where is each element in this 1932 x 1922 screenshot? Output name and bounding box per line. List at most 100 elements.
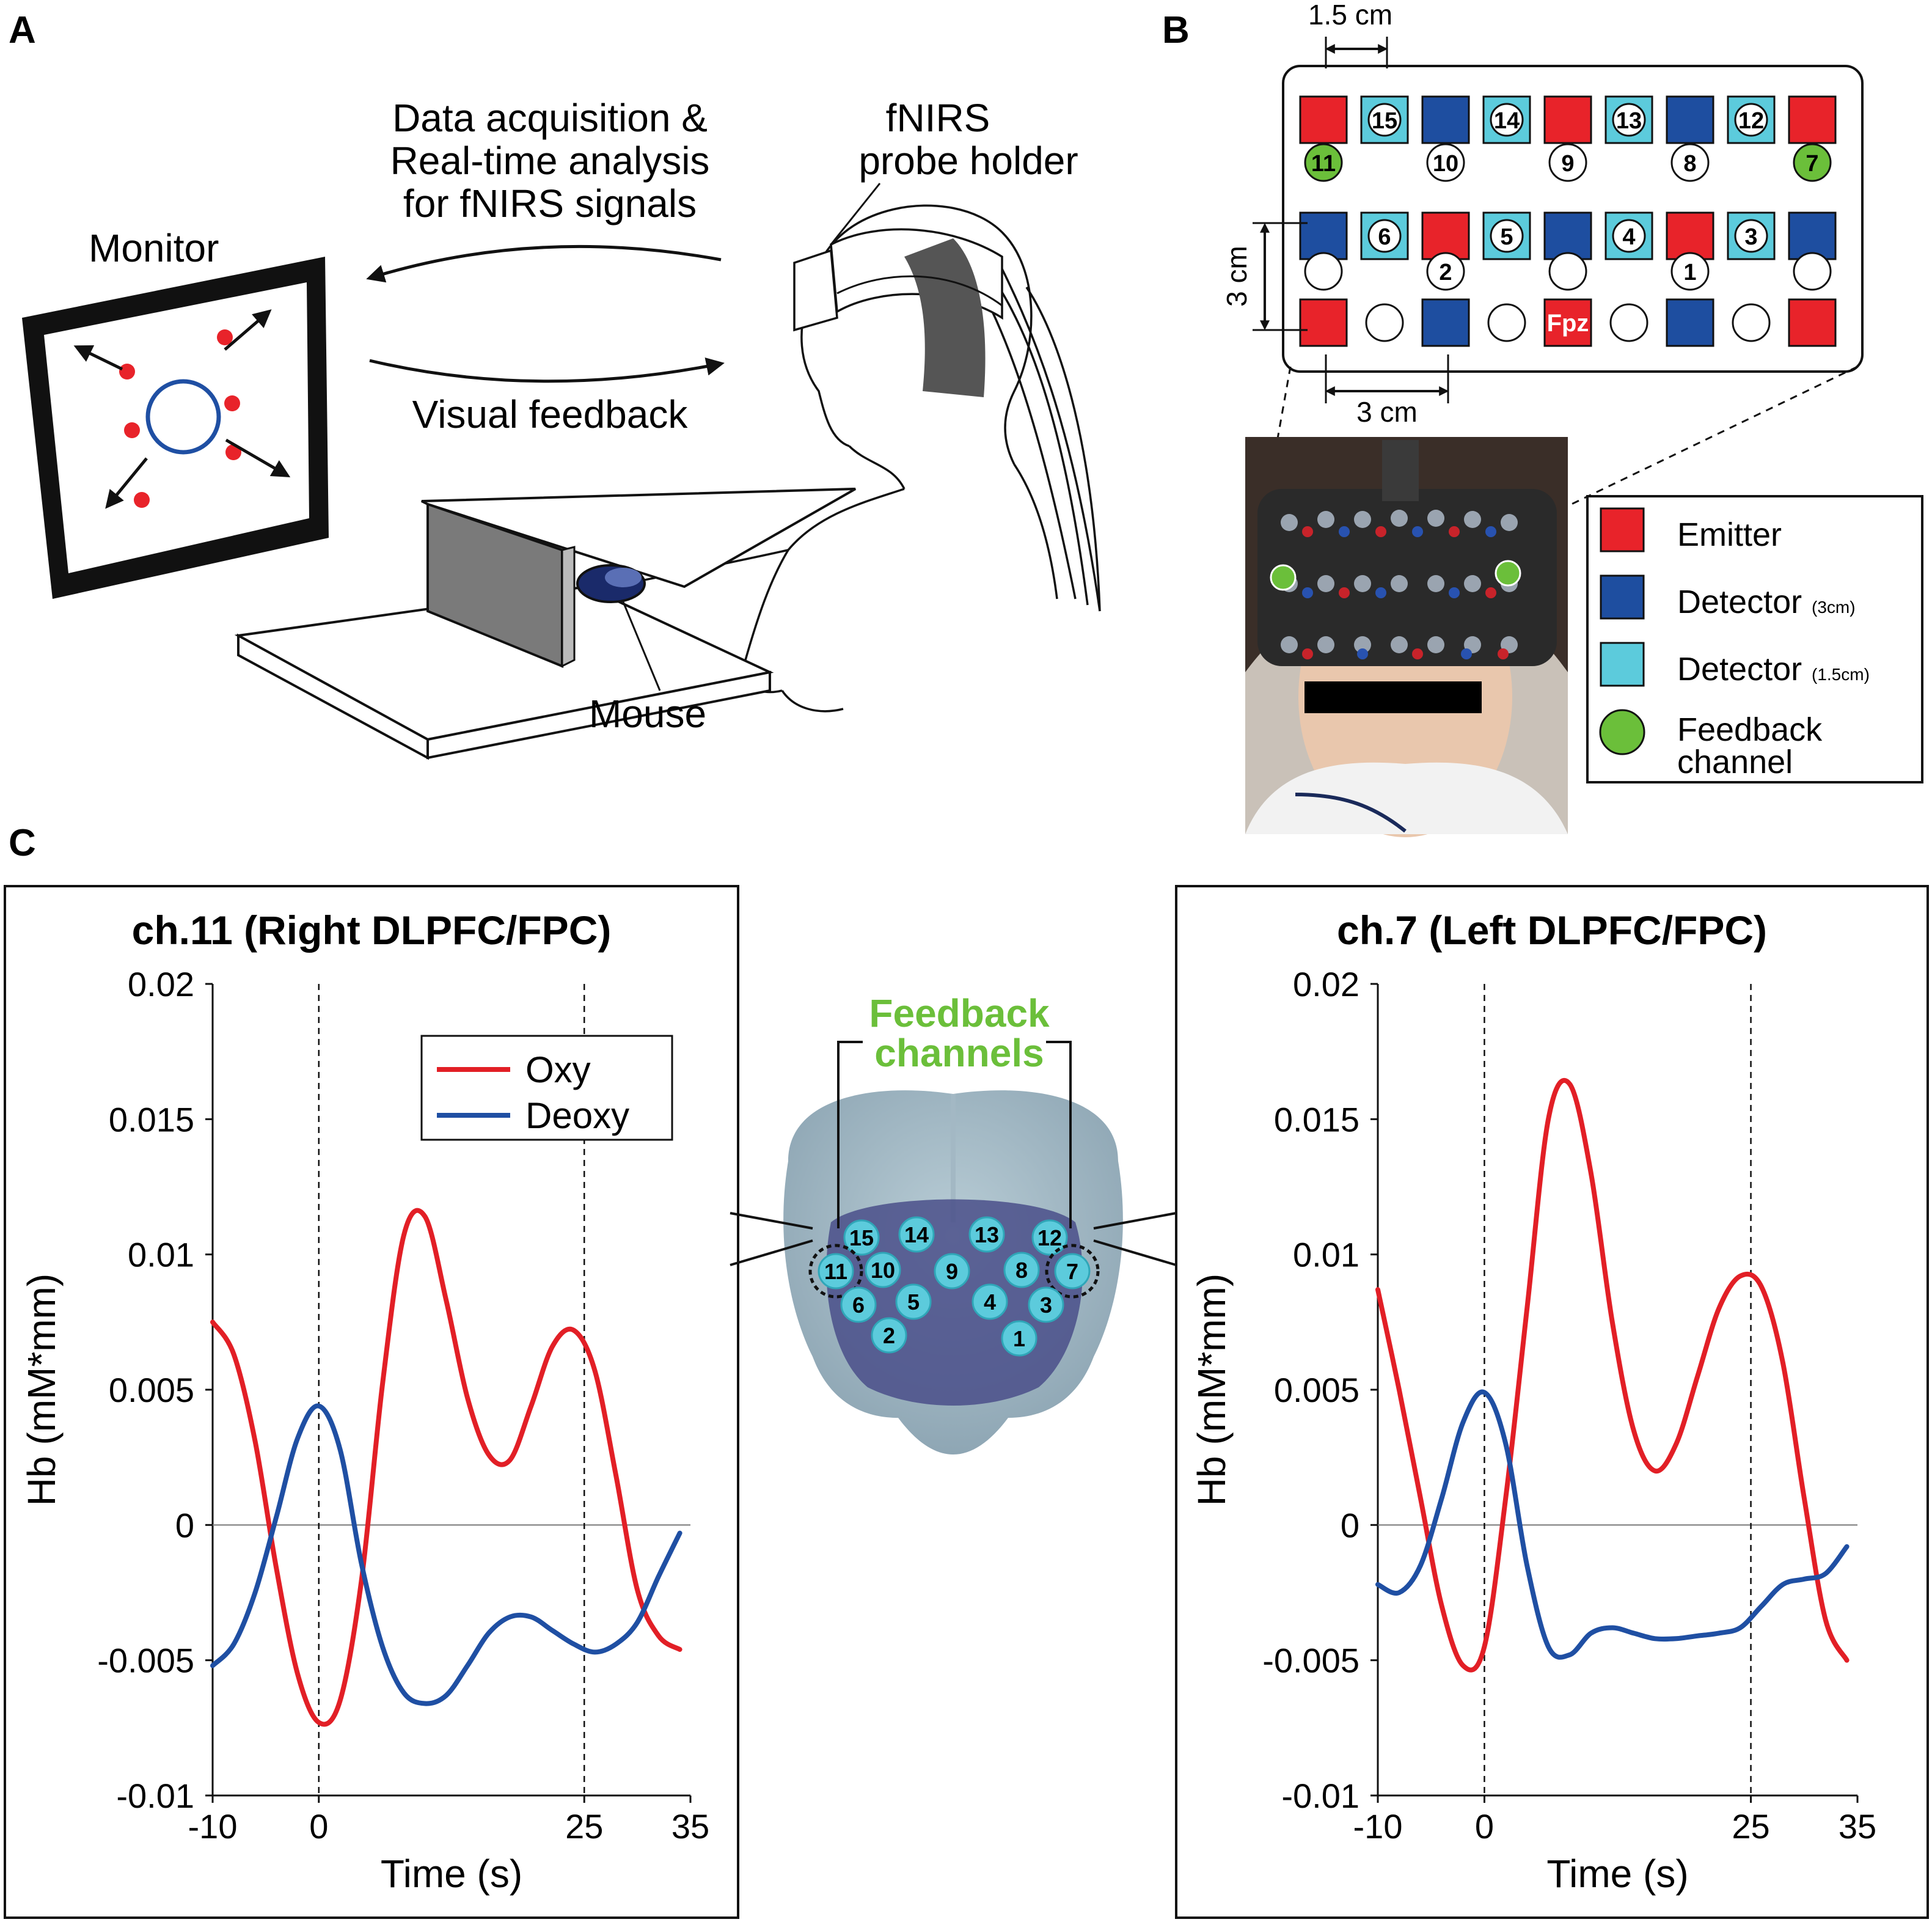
legend-feedback-swatch [1599, 709, 1645, 755]
short-channel-marker [1367, 219, 1402, 253]
brain-illustration [730, 1041, 1177, 1454]
brain-channel-number: 11 [824, 1259, 847, 1284]
y-tick-label: 0.005 [109, 1371, 194, 1409]
x-axis-label: Time (s) [1546, 1852, 1688, 1896]
brain-channel-marker [818, 1253, 854, 1289]
brain-channel-number: 8 [1015, 1258, 1028, 1283]
data-acquisition-label-2: Real-time analysis [390, 139, 710, 183]
y-tick-label: 0.01 [128, 1236, 194, 1274]
panel-c: C ch.11 (Right DLPFC/FPC)0.020.0150.010.… [4, 822, 1929, 1919]
emitter-square [1421, 211, 1470, 260]
chart-legend-box [420, 1035, 673, 1141]
subject-photo [1245, 437, 1568, 837]
short-channel-marker [1367, 103, 1402, 137]
dimension-label-bottom: 3 cm [1356, 396, 1418, 428]
brain-channel-marker [895, 1283, 932, 1320]
brain-feedback-highlight [1045, 1244, 1100, 1299]
short-channel-number: 15 [1372, 108, 1397, 134]
short-channel-number: 5 [1500, 224, 1513, 250]
monitor-illustration [22, 257, 329, 599]
brain-title-1: Feedback [869, 991, 1050, 1035]
brain-channel-marker [1003, 1252, 1040, 1288]
legend-label-oxy: Oxy [525, 1049, 591, 1090]
series-line-oxy [1375, 1078, 1850, 1673]
brain-channel-number: 10 [871, 1258, 895, 1283]
x-tick-label: 0 [1475, 1807, 1494, 1846]
emitter-square [1666, 211, 1714, 260]
detector-square [1421, 298, 1470, 347]
legend-feedback-label-2: channel [1677, 744, 1793, 780]
fpz-emitter-square [1543, 298, 1592, 347]
emitter-square [1543, 95, 1592, 144]
y-tick-label: 0.015 [109, 1100, 194, 1139]
y-tick-label: 0.005 [1274, 1371, 1359, 1409]
probe-legend: Emitter Detector (3cm) Detector (1.5cm) … [1586, 495, 1923, 783]
brain-channel-marker [840, 1286, 877, 1323]
channel-number: 1 [1683, 260, 1696, 285]
y-axis-label: Hb (mM*mm) [1190, 1274, 1234, 1506]
x-tick-label: -10 [1353, 1807, 1403, 1846]
channel-marker [1548, 143, 1587, 182]
series-line-deoxy [1375, 1389, 1850, 1660]
channel-marker [1426, 143, 1465, 182]
legend-detector-15cm-label: Detector [1677, 651, 1802, 688]
brain-channel-marker [1031, 1219, 1068, 1256]
brain-channel-marker [1028, 1286, 1064, 1323]
brain-title-2: channels [874, 1031, 1044, 1075]
brain-channel-number: 15 [849, 1225, 874, 1250]
detector-square [1666, 95, 1714, 144]
empty-position-circle [1732, 303, 1771, 342]
brain-channel-number: 6 [852, 1293, 865, 1318]
table-illustration [234, 488, 856, 760]
short-channel-number: 4 [1622, 224, 1635, 250]
y-tick-label: 0.02 [1293, 965, 1359, 1003]
legend-detector-15cm-swatch [1600, 642, 1645, 687]
legend-detector-3cm-swatch [1600, 574, 1645, 620]
brain-channel-number: 1 [1013, 1326, 1025, 1351]
channel-number: 2 [1439, 260, 1452, 285]
brain-channel-number: 7 [1066, 1259, 1078, 1284]
brain-channel-number: 2 [883, 1323, 895, 1348]
channel-marker [1670, 252, 1710, 291]
brain-channel-marker [1001, 1320, 1037, 1357]
brain-channel-number: 4 [984, 1289, 996, 1315]
y-tick-label: 0 [175, 1506, 194, 1544]
analysis-arrow [366, 244, 722, 283]
brain-channel-number: 9 [946, 1259, 958, 1284]
probe-label-2: probe holder [858, 139, 1078, 183]
y-tick-label: 0.015 [1274, 1100, 1359, 1139]
fpz-label: Fpz [1547, 310, 1589, 337]
short-channel-number: 13 [1616, 108, 1642, 134]
series-line-deoxy [210, 1403, 682, 1706]
channel-number: 8 [1683, 151, 1696, 177]
brain-channel-number: 14 [904, 1222, 929, 1247]
channel-marker [1670, 143, 1710, 182]
brain-channel-marker [1054, 1253, 1091, 1289]
dimension-label-side: 3 cm [1221, 246, 1253, 307]
x-tick-label: 0 [309, 1807, 328, 1846]
channel-number: 10 [1433, 151, 1458, 177]
feedback-arrow [369, 357, 725, 383]
empty-position-circle [1609, 303, 1648, 342]
panel-label-c: C [9, 822, 36, 864]
channel-number: 7 [1806, 151, 1818, 177]
brain-channel-number: 12 [1037, 1225, 1062, 1250]
y-tick-label: 0.01 [1293, 1236, 1359, 1274]
x-tick-label: 25 [565, 1807, 603, 1846]
feedback-channel-marker [1793, 143, 1832, 182]
brain-channel-marker [865, 1252, 901, 1288]
x-axis-label: Time (s) [381, 1852, 522, 1896]
channel-number: 9 [1561, 151, 1574, 177]
dimension-label-top: 1.5 cm [1308, 0, 1392, 31]
legend-emitter-swatch [1600, 507, 1645, 552]
short-channel-number: 3 [1744, 224, 1757, 250]
chart-ch7: ch.7 (Left DLPFC/FPC)0.020.0150.010.0050… [1190, 908, 1876, 1896]
data-acquisition-label-3: for fNIRS signals [403, 182, 697, 226]
probe-pointer-line [830, 183, 881, 245]
legend-detector-3cm-label: Detector [1677, 584, 1802, 620]
mouse-label: Mouse [589, 692, 706, 736]
legend-emitter-label: Emitter [1677, 516, 1782, 553]
detector-square [1421, 95, 1470, 144]
